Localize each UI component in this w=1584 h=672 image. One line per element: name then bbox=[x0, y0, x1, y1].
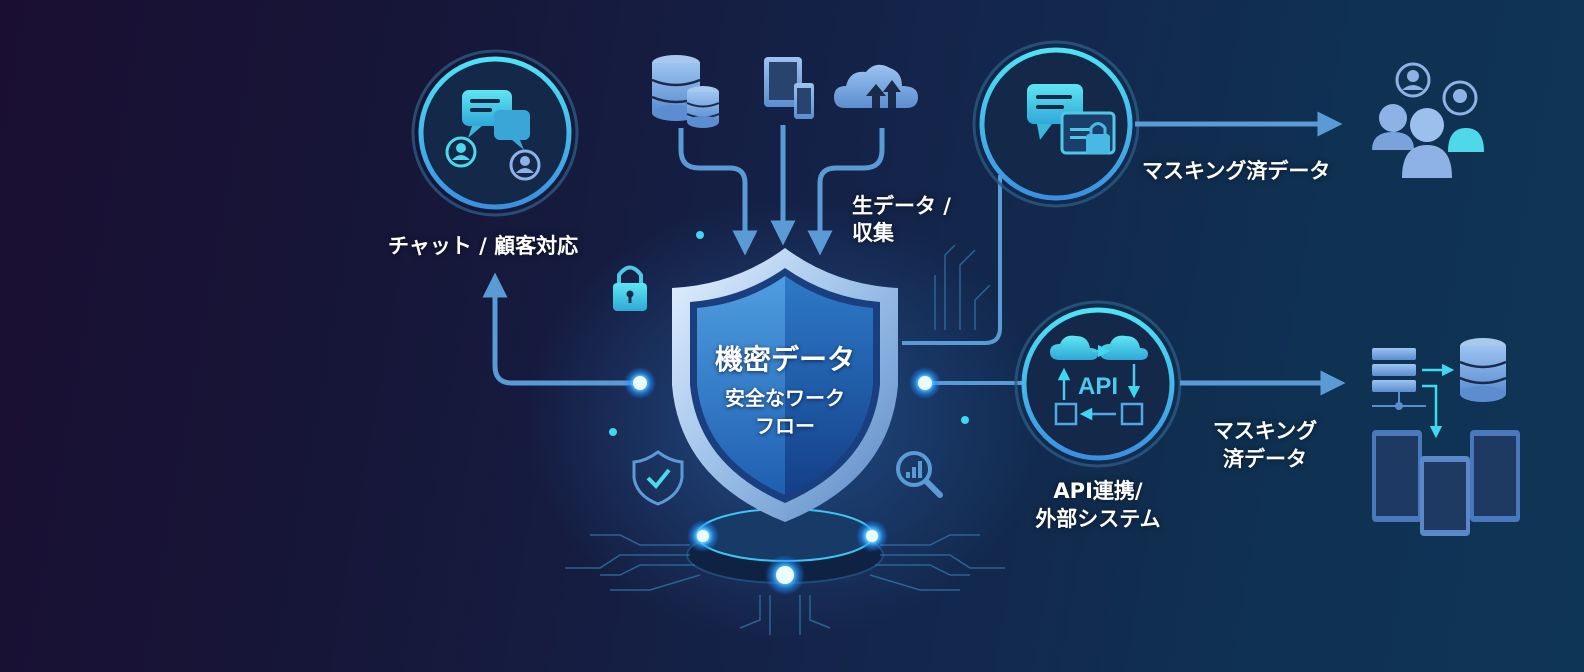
masked-data-api-label-line2: 済データ bbox=[1223, 447, 1307, 471]
circuit-lines bbox=[565, 244, 1005, 635]
api-node[interactable] bbox=[1014, 300, 1182, 468]
chat-support-node[interactable] bbox=[411, 49, 579, 217]
arrow-from-cloud bbox=[807, 128, 885, 256]
shield-subtitle-line1: 安全なワーク bbox=[725, 386, 845, 410]
shield-check-icon bbox=[632, 450, 684, 506]
devices-icon bbox=[764, 57, 814, 119]
arrow-from-database bbox=[678, 128, 758, 256]
chat-label: チャット / 顧客対応 bbox=[388, 234, 579, 258]
api-integration-icon bbox=[1050, 335, 1148, 426]
chat-support-icon bbox=[445, 90, 541, 181]
analytics-search-icon bbox=[896, 451, 943, 498]
connector-to-masking-node bbox=[902, 175, 1002, 345]
database-icon bbox=[651, 55, 720, 128]
api-label-line1: API連携/ bbox=[1053, 479, 1143, 503]
masking-top-node[interactable] bbox=[972, 40, 1140, 208]
api-label-line2: 外部システム bbox=[1035, 507, 1161, 531]
shield-icon bbox=[672, 248, 898, 522]
users-group-icon bbox=[1372, 62, 1484, 178]
cloud-upload-icon bbox=[834, 64, 918, 108]
shield-title: 機密データ bbox=[714, 343, 855, 376]
arrow-to-chat bbox=[482, 272, 640, 386]
api-icon-text: API bbox=[1078, 373, 1118, 400]
glow-nodes bbox=[609, 231, 969, 595]
raw-data-label-line2: 収集 bbox=[852, 221, 894, 245]
servers-database-icon bbox=[1372, 338, 1520, 536]
secure-message-icon bbox=[1027, 84, 1116, 155]
masked-data-api-label-line1: マスキング bbox=[1212, 419, 1318, 443]
masked-data-top-label: マスキング済データ bbox=[1142, 159, 1331, 183]
raw-data-label-line1: 生データ / bbox=[852, 194, 951, 218]
shield-subtitle-line2: フロー bbox=[755, 414, 815, 438]
lock-icon bbox=[613, 265, 647, 311]
